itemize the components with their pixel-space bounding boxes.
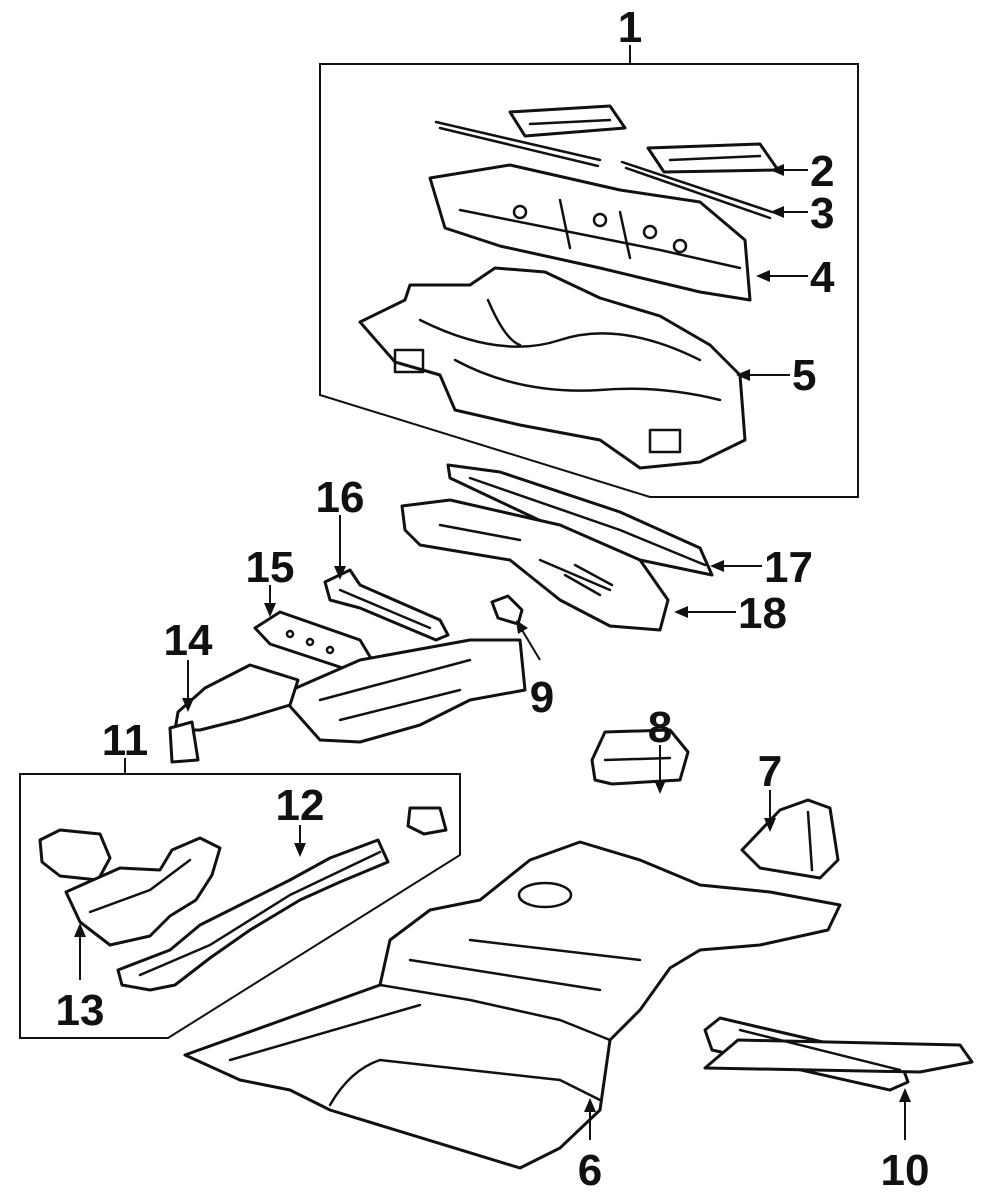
part-13-rail-bracket[interactable] [64, 836, 222, 947]
part-4-rear-panel[interactable] [428, 163, 752, 302]
callout-14: 14 [164, 616, 213, 665]
part-5-rear-floor[interactable] [358, 266, 747, 470]
callout-6: 6 [578, 1146, 602, 1194]
part-9-bracket[interactable] [490, 594, 524, 626]
callout-12: 12 [276, 781, 325, 830]
callout-1: 1 [618, 3, 642, 52]
part-3-crossbar[interactable] [434, 120, 774, 220]
part-17-rail[interactable] [446, 463, 714, 577]
callout-18: 18 [738, 589, 787, 638]
part-7-gusset[interactable] [740, 798, 840, 880]
callout-4: 4 [810, 253, 835, 302]
part-16-support[interactable] [323, 568, 450, 642]
part-8-block[interactable] [590, 728, 690, 786]
part-11-small-clip[interactable] [406, 806, 448, 836]
part-10-rocker[interactable] [703, 1016, 974, 1092]
part-18-crossmember[interactable] [400, 498, 670, 632]
group-11-box [19, 773, 461, 1039]
part-6-floor-pan[interactable] [183, 840, 842, 1170]
part-2-upper-rail[interactable] [508, 104, 780, 174]
callout-13: 13 [56, 986, 105, 1035]
callout-17: 17 [764, 543, 813, 592]
callout-10: 10 [881, 1146, 930, 1194]
part-12-side-rail[interactable] [116, 838, 390, 992]
callout-3: 3 [810, 189, 834, 238]
callout-16: 16 [316, 473, 365, 522]
callout-9: 9 [530, 673, 554, 722]
callout-2: 2 [810, 147, 834, 196]
callout-5: 5 [792, 351, 816, 400]
group-1-box [319, 63, 859, 498]
callout-7: 7 [758, 747, 782, 796]
callout-15: 15 [246, 543, 295, 592]
callout-11: 11 [102, 716, 149, 765]
part-center-floor-section[interactable] [278, 638, 527, 744]
callout-8: 8 [648, 703, 672, 752]
part-11-left-bracket[interactable] [38, 828, 112, 882]
part-14-bracket[interactable] [168, 663, 300, 764]
